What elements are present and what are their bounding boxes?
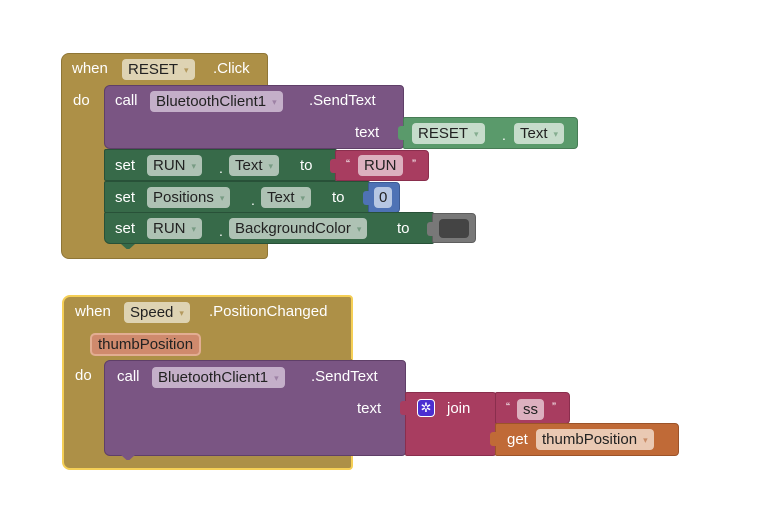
- join-label: join: [447, 400, 471, 417]
- call-sendtext-block[interactable]: call BluetoothClient1 ▾ .SendText text: [104, 360, 406, 460]
- to-label: to: [397, 220, 410, 237]
- text-literal-block[interactable]: “ RUN ”: [330, 150, 429, 181]
- dropdown-value: Positions: [153, 189, 214, 206]
- dropdown-arrow-icon: ▾: [219, 193, 225, 203]
- to-label: to: [332, 189, 345, 206]
- dropdown-arrow-icon: ▾: [553, 129, 559, 139]
- property-dropdown-text[interactable]: Text ▾: [514, 123, 565, 144]
- dropdown-value: RESET: [128, 61, 179, 78]
- connector-tab: [490, 432, 496, 446]
- dropdown-arrow-icon: ▾: [268, 161, 274, 171]
- event-name: .PositionChanged: [209, 303, 328, 320]
- dropdown-arrow-icon: ▾: [356, 224, 362, 234]
- get-label: get: [507, 431, 528, 448]
- number-value-field[interactable]: 0: [374, 187, 393, 208]
- dropdown-arrow-icon: ▾: [191, 161, 197, 171]
- component-dropdown-speed[interactable]: Speed ▾: [124, 302, 190, 323]
- component-dropdown-bluetooth[interactable]: BluetoothClient1 ▾: [152, 367, 285, 388]
- set-run-text-block[interactable]: set RUN ▾ . Text ▾ to: [104, 149, 337, 181]
- to-label: to: [300, 157, 313, 174]
- connector-tab: [363, 191, 369, 205]
- dropdown-value: BluetoothClient1: [156, 93, 267, 110]
- dropdown-value: BackgroundColor: [235, 220, 351, 237]
- open-quote: “: [506, 400, 510, 414]
- connector-tab: [400, 401, 406, 415]
- component-dropdown-reset-getter[interactable]: RESET ▾: [412, 123, 485, 144]
- dropdown-value: Text: [235, 157, 263, 174]
- variable-dropdown-thumbposition[interactable]: thumbPosition ▾: [536, 429, 654, 450]
- connector-tab: [330, 159, 336, 173]
- dropdown-arrow-icon: ▾: [272, 97, 277, 107]
- component-dropdown-run[interactable]: RUN ▾: [147, 218, 203, 239]
- dropdown-arrow-icon: ▾: [474, 129, 479, 139]
- block-notch: [121, 455, 135, 460]
- dot-separator: .: [219, 223, 223, 239]
- close-quote: ”: [412, 157, 416, 171]
- method-name: .SendText: [309, 92, 376, 109]
- gear-icon[interactable]: ✲: [417, 399, 435, 417]
- set-label: set: [115, 189, 136, 206]
- call-sendtext-block[interactable]: call BluetoothClient1 ▾ .SendText text: [104, 85, 404, 149]
- dropdown-value: Text: [520, 125, 548, 142]
- component-dropdown-run[interactable]: RUN ▾: [147, 155, 203, 176]
- block-notch: [121, 244, 135, 249]
- get-variable-block[interactable]: get thumbPosition ▾: [490, 423, 679, 456]
- dropdown-arrow-icon: ▾: [191, 224, 197, 234]
- open-quote: “: [346, 157, 350, 171]
- dropdown-arrow-icon: ▾: [274, 373, 279, 383]
- dropdown-value: RESET: [418, 125, 469, 142]
- property-dropdown-text[interactable]: Text ▾: [229, 155, 280, 176]
- set-label: set: [115, 157, 136, 174]
- dropdown-value: thumbPosition: [542, 431, 638, 448]
- dropdown-arrow-icon: ▾: [184, 65, 189, 75]
- parameter-name: thumbPosition: [98, 336, 194, 353]
- property-dropdown-text[interactable]: Text ▾: [261, 187, 312, 208]
- set-run-backgroundcolor-block[interactable]: set RUN ▾ . BackgroundColor ▾ to: [104, 212, 434, 249]
- dropdown-arrow-icon: ▾: [179, 308, 184, 318]
- dropdown-value: RUN: [153, 157, 186, 174]
- component-dropdown-positions[interactable]: Positions ▾: [147, 187, 231, 208]
- arg-label-text: text: [355, 124, 380, 141]
- when-label: when: [75, 303, 111, 320]
- text-literal-block[interactable]: “ ss ”: [495, 392, 570, 424]
- color-block[interactable]: [427, 213, 476, 243]
- dropdown-arrow-icon: ▾: [643, 435, 648, 445]
- component-getter-block[interactable]: RESET ▾ . Text ▾: [398, 117, 578, 149]
- call-label: call: [117, 368, 140, 385]
- text-value-field[interactable]: ss: [517, 399, 544, 420]
- join-block[interactable]: ✲ join: [400, 392, 497, 456]
- dropdown-value: Speed: [130, 304, 174, 321]
- number-literal-block[interactable]: 0: [363, 182, 400, 213]
- component-dropdown-reset[interactable]: RESET ▾: [122, 59, 195, 80]
- when-label: when: [72, 60, 108, 77]
- set-label: set: [115, 220, 136, 237]
- connector-tab: [398, 126, 404, 140]
- close-quote: ”: [552, 400, 556, 414]
- text-value-field[interactable]: RUN: [358, 155, 403, 176]
- arg-label-text: text: [357, 400, 382, 417]
- property-dropdown-backgroundcolor[interactable]: BackgroundColor ▾: [229, 218, 368, 239]
- do-label: do: [75, 367, 92, 384]
- parameter-chip-thumbposition[interactable]: thumbPosition: [90, 333, 202, 356]
- event-name: .Click: [213, 60, 250, 77]
- dot-separator: .: [251, 192, 255, 208]
- dropdown-value: Text: [267, 189, 295, 206]
- method-name: .SendText: [311, 368, 378, 385]
- dropdown-value: RUN: [153, 220, 186, 237]
- color-swatch[interactable]: [439, 219, 469, 238]
- dropdown-value: BluetoothClient1: [158, 369, 269, 386]
- component-dropdown-bluetooth[interactable]: BluetoothClient1 ▾: [150, 91, 283, 112]
- dot-separator: .: [219, 160, 223, 176]
- do-label: do: [73, 92, 90, 109]
- connector-tab: [427, 222, 433, 236]
- set-positions-text-block[interactable]: set Positions ▾ . Text ▾ to: [104, 181, 370, 213]
- call-label: call: [115, 92, 138, 109]
- dropdown-arrow-icon: ▾: [300, 193, 306, 203]
- dot-separator: .: [502, 127, 506, 143]
